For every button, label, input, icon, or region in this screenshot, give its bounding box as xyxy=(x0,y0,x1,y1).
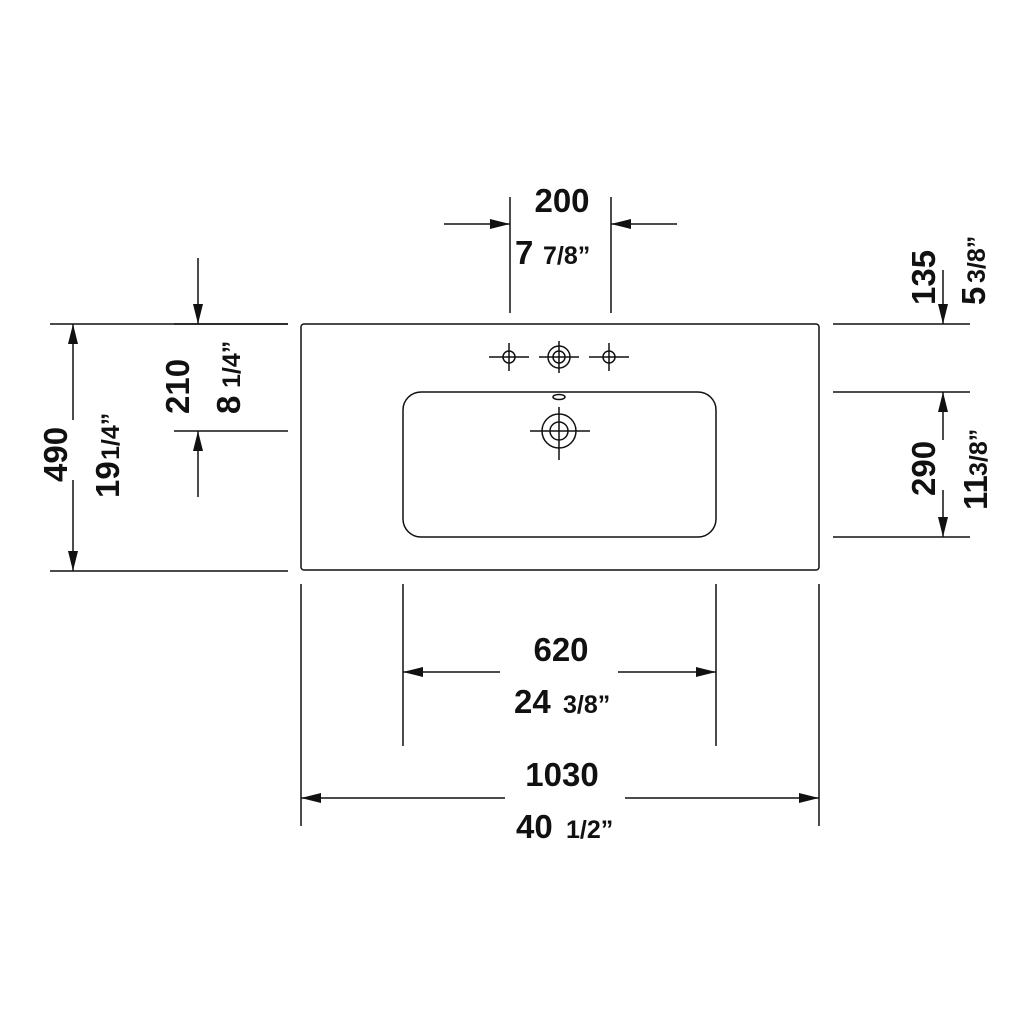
inch-fraction: 3/8” xyxy=(563,691,610,719)
inch-whole: 19 xyxy=(89,461,126,498)
label-right-top-offset: 135 5 3/8” xyxy=(905,236,992,305)
inch-fraction: 1/4” xyxy=(218,341,246,388)
inch-whole: 40 xyxy=(516,808,553,845)
mm-value: 1030 xyxy=(525,756,598,793)
label-overall-depth: 490 19 1/4” xyxy=(37,413,126,498)
inch-whole: 24 xyxy=(514,683,551,720)
mm-value: 490 xyxy=(37,427,74,482)
mm-value: 200 xyxy=(534,182,589,219)
inch-fraction: 1/2” xyxy=(566,816,613,844)
inch-whole: 5 xyxy=(955,287,992,305)
inch-whole: 7 xyxy=(515,234,533,271)
overall-depth-dimension xyxy=(50,323,288,572)
label-bowl-depth: 290 11 3/8” xyxy=(905,429,994,510)
inch-fraction: 7/8” xyxy=(543,242,590,270)
center-tap-hole xyxy=(539,341,579,373)
bowl-depth-dimension xyxy=(833,391,970,538)
overall-width-dimension xyxy=(300,584,820,826)
inch-whole: 8 xyxy=(210,396,247,414)
bowl-outline xyxy=(402,391,717,538)
right-offset-dimension xyxy=(833,270,970,325)
label-top-hole-spacing: 200 7 7/8” xyxy=(515,182,590,271)
bowl-width-dimension xyxy=(402,584,717,746)
basin-outline xyxy=(300,323,820,571)
overflow-slot xyxy=(552,393,566,401)
mm-value: 290 xyxy=(905,441,942,496)
mm-value: 210 xyxy=(159,359,196,414)
top-hole-spacing-dimension xyxy=(444,197,677,313)
inch-fraction: 1/4” xyxy=(97,413,125,460)
left-tap-hole xyxy=(489,343,529,371)
label-overall-width: 1030 40 1/2” xyxy=(516,756,613,845)
label-left-hole-offset: 210 8 1/4” xyxy=(159,341,247,414)
mm-value: 620 xyxy=(533,631,588,668)
inch-fraction: 3/8” xyxy=(963,236,991,283)
right-tap-hole xyxy=(589,343,629,371)
inch-whole: 11 xyxy=(957,475,994,510)
drain xyxy=(530,407,590,460)
mm-value: 135 xyxy=(905,250,942,305)
label-bowl-width: 620 24 3/8” xyxy=(514,631,610,720)
inch-fraction: 3/8” xyxy=(965,429,993,476)
